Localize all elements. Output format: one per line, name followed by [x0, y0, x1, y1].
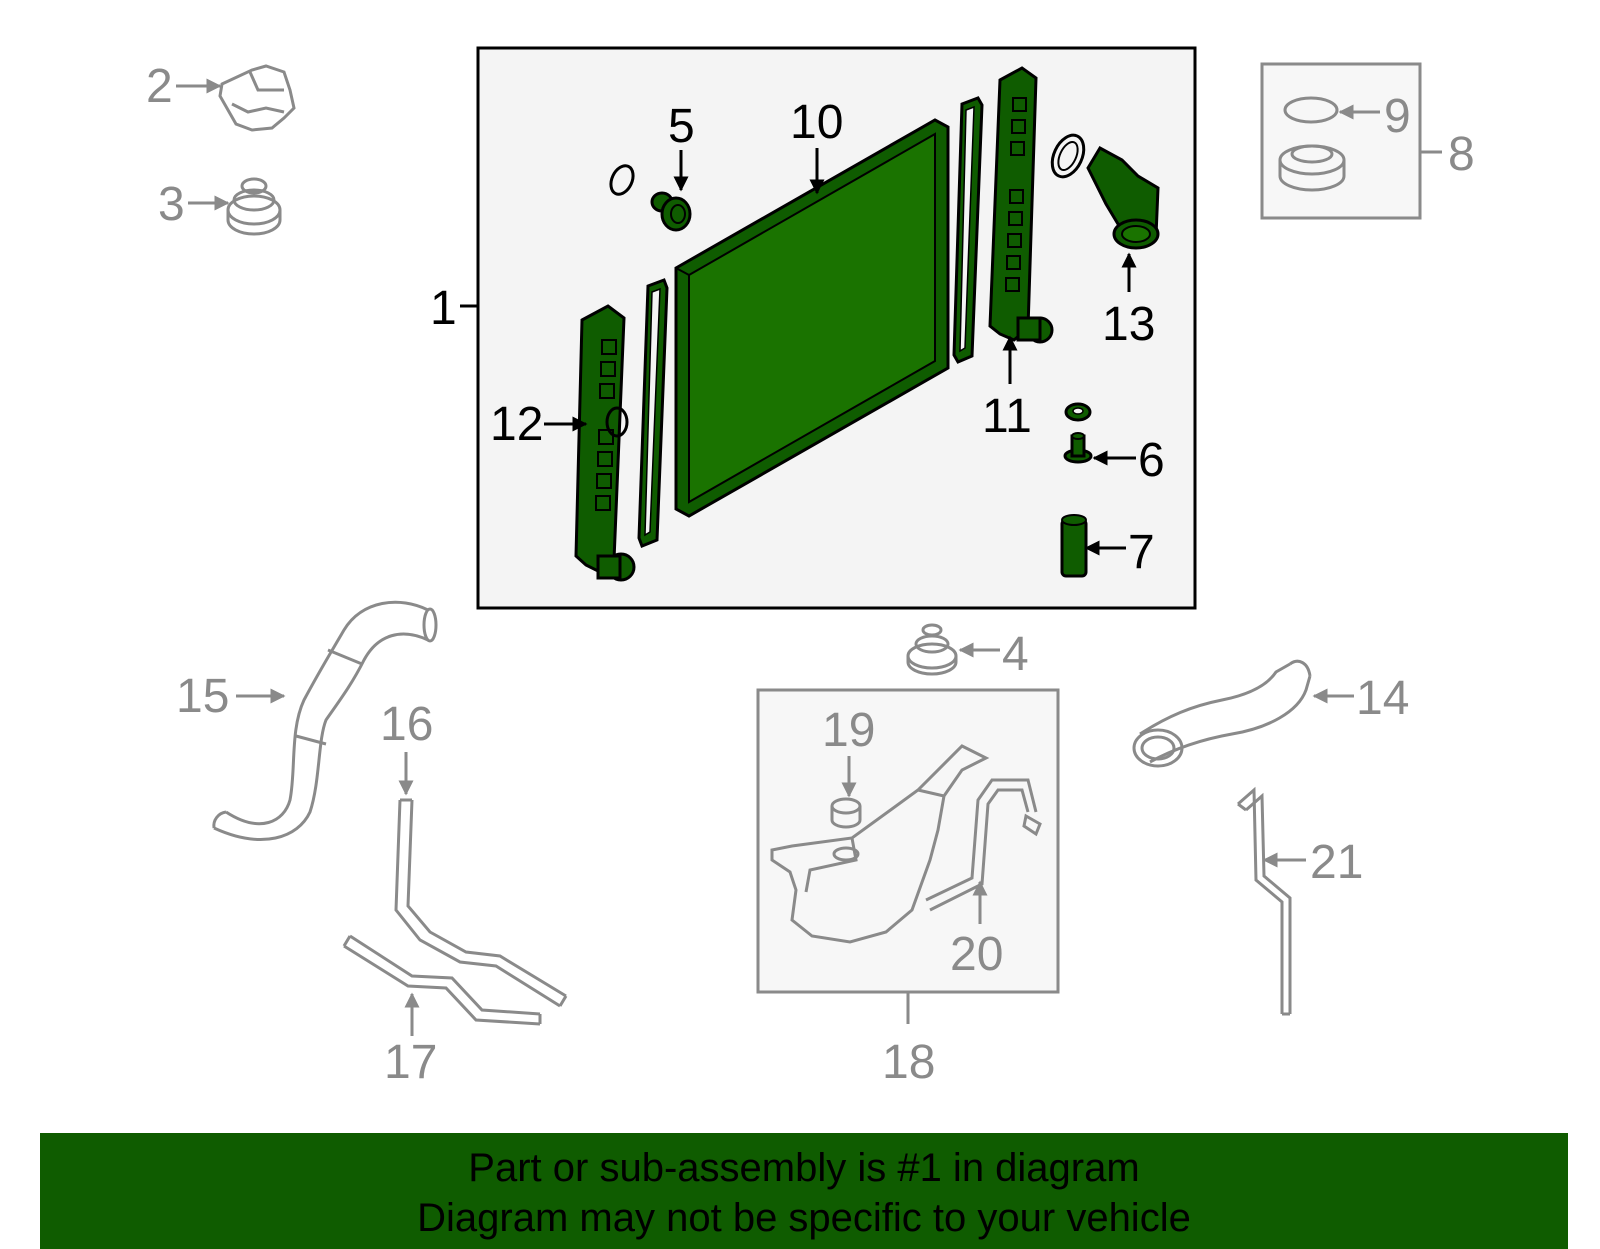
banner-line-2: Diagram may not be specific to your vehi… [417, 1196, 1191, 1240]
reservoir-tank-part-18 [770, 744, 990, 944]
left-seal-strip [637, 278, 669, 548]
callout-5: 5 [668, 100, 695, 153]
gasket-part-9 [1283, 96, 1339, 124]
cap-box-part-8 [1260, 62, 1422, 220]
bracket-part-2 [218, 64, 296, 132]
callout-9: 9 [1384, 90, 1411, 143]
callout-4: 4 [1002, 628, 1029, 681]
callout-1: 1 [430, 282, 457, 335]
callout-12: 12 [490, 398, 543, 451]
hose-part-17 [342, 934, 542, 1026]
drain-cock-part-6 [1063, 402, 1093, 464]
callout-20: 20 [950, 928, 1003, 981]
hose-part-16 [394, 798, 568, 1008]
callout-17: 17 [384, 1036, 437, 1089]
callout-7: 7 [1128, 526, 1155, 579]
left-tank-part-12 [574, 304, 636, 582]
banner-line-1: Part or sub-assembly is #1 in diagram [468, 1146, 1140, 1190]
callout-3: 3 [158, 178, 185, 231]
insulator-part-4 [906, 623, 958, 676]
radiator-core-part-10 [674, 118, 950, 518]
callout-2: 2 [146, 60, 173, 113]
lower-hose-part-14 [1132, 659, 1312, 768]
callout-15: 15 [176, 670, 229, 723]
callout-18: 18 [882, 1036, 935, 1089]
info-banner: Part or sub-assembly is #1 in diagram Di… [40, 1133, 1568, 1249]
callout-14: 14 [1356, 672, 1409, 725]
plug-part-7 [1060, 514, 1088, 578]
callout-8: 8 [1448, 128, 1475, 181]
upper-hose-part-15 [212, 600, 438, 841]
callout-6: 6 [1138, 434, 1165, 487]
callout-16: 16 [380, 698, 433, 751]
callout-11: 11 [982, 390, 1032, 443]
callout-13: 13 [1102, 298, 1155, 351]
callout-19: 19 [822, 704, 875, 757]
radiator-cap-part-8 [1278, 144, 1346, 192]
insulator-part-3 [226, 177, 282, 236]
reservoir-cap-part-19 [830, 797, 862, 829]
right-tank-part-11 [988, 66, 1054, 344]
pipe-part-21 [1237, 786, 1292, 1016]
drain-plug-part-5 [609, 164, 692, 232]
water-outlet-part-13 [1050, 133, 1160, 250]
right-seal-strip [952, 96, 984, 364]
callout-10: 10 [790, 96, 843, 149]
reservoir-box-part-18 [756, 688, 1060, 994]
callout-21: 21 [1310, 836, 1363, 889]
